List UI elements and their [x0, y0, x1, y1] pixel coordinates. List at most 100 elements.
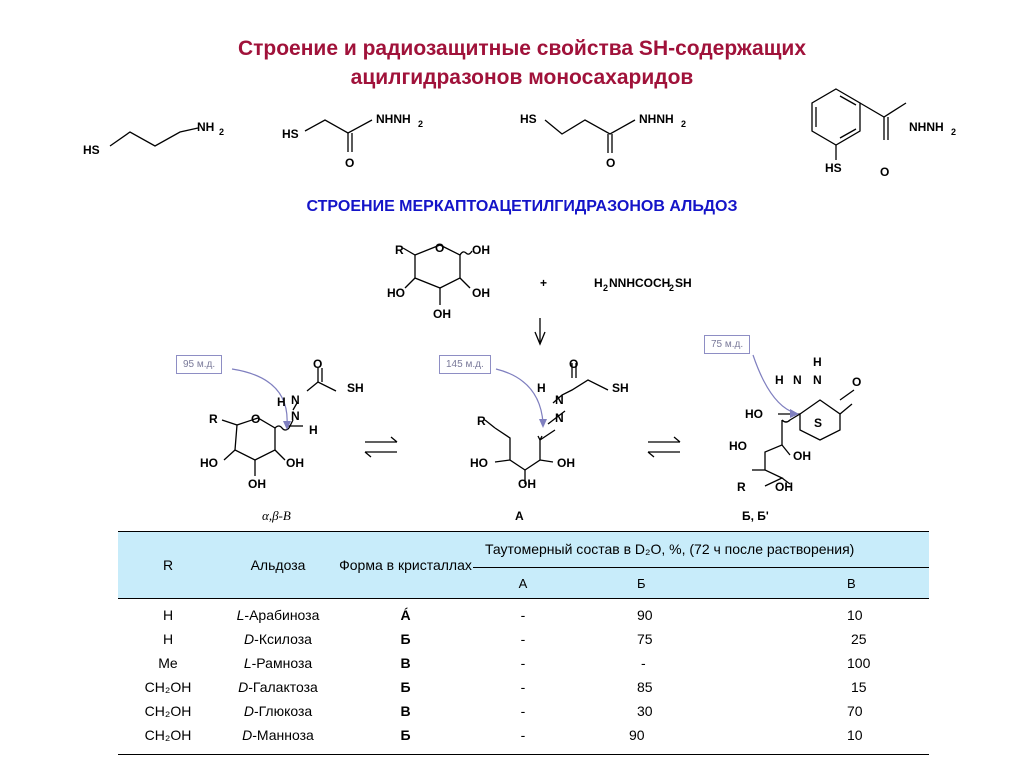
header-a: А: [518, 575, 528, 591]
s2-nhnh-label: NHNH: [376, 112, 411, 126]
table-body: H L-Арабиноза Á - 90 10 H D-Ксилоза Б - …: [118, 599, 929, 747]
reagent-nnhcoch: NNHCOCH: [609, 276, 670, 290]
formA-oh-1: OH: [557, 456, 575, 470]
reagent-sub2-b: 2: [669, 283, 674, 293]
formA-oh-2: OH: [518, 477, 536, 491]
formA-r: R: [477, 414, 486, 428]
s3-hs-label: HS: [520, 112, 537, 126]
s3-nhnh-label: NHNH: [639, 112, 674, 126]
cell-aldose: L-Арабиноза: [218, 599, 338, 627]
s2-o-label: O: [345, 156, 354, 170]
form-A-label: А: [515, 509, 524, 523]
s1-nh-label: NH: [197, 120, 214, 134]
formBb-ho-1: HO: [745, 407, 763, 421]
cell-v: 10: [847, 727, 863, 743]
s2-hs-label: HS: [282, 127, 299, 141]
formBb-s: S: [814, 416, 822, 430]
formBb-n-2: N: [813, 373, 822, 387]
formA-n-2: N: [555, 411, 564, 425]
header-b: Б: [637, 575, 646, 591]
reaction-plus: +: [540, 276, 547, 290]
s4-hs-label: HS: [825, 161, 842, 175]
formB-r: R: [209, 412, 218, 426]
sugar-o-label: O: [435, 241, 444, 255]
sugar-oh-2: OH: [472, 286, 490, 300]
cell-v: 10: [847, 607, 863, 623]
header-r: R: [162, 557, 174, 573]
cell-b: 90: [637, 607, 653, 623]
cell-form: В: [400, 655, 411, 671]
sugar-oh-3: OH: [433, 307, 451, 321]
table-row: CH₂OH D-Галактоза Б - 85 15: [118, 675, 929, 699]
cell-r: CH₂OH: [144, 679, 192, 695]
formB-oh-1: OH: [286, 456, 304, 470]
formB-sh: SH: [347, 381, 364, 395]
cell-b: 75: [637, 631, 653, 647]
s3-sub2: 2: [681, 119, 686, 129]
cell-aldose: D-Галактоза: [218, 675, 338, 699]
formB-o-carbonyl: O: [313, 357, 322, 371]
cell-form: Б: [400, 631, 411, 647]
cell-a: -: [520, 631, 526, 647]
formA-h: H: [537, 381, 546, 395]
cell-r: Me: [158, 655, 178, 671]
formB-o: O: [251, 412, 260, 426]
formBb-o: O: [852, 375, 861, 389]
cell-b: -: [641, 655, 646, 671]
formB-n-2: N: [291, 409, 300, 423]
s1-hs-label: HS: [83, 143, 100, 157]
cell-a: -: [520, 727, 526, 743]
formB-n-1: N: [291, 393, 300, 407]
reagent-sh: SH: [675, 276, 692, 290]
cell-aldose: D-Ксилоза: [218, 627, 338, 651]
tautomer-table: R Альдоза Форма в кристаллах Таутомерный…: [118, 531, 929, 747]
aldose-name: -Рамноза: [251, 655, 313, 671]
formBb-h-top: H: [813, 355, 822, 369]
aldose-prefix: L: [236, 607, 245, 623]
header-aldose: Альдоза: [250, 557, 306, 573]
reagent-sub2-a: 2: [603, 283, 608, 293]
s4-o-label: O: [880, 165, 889, 179]
cell-aldose: L-Рамноза: [218, 651, 338, 675]
cell-v: 15: [851, 679, 867, 695]
aldose-prefix: D: [244, 631, 255, 647]
formB-oh-2: OH: [248, 477, 266, 491]
aldose-prefix: D: [238, 679, 249, 695]
formA-o: O: [569, 357, 578, 371]
formB-ho: HO: [200, 456, 218, 470]
table-header-rule: [118, 598, 929, 599]
cell-r: H: [162, 631, 174, 647]
form-Bb-label: Б, Б': [742, 509, 769, 523]
table-top-rule: [118, 531, 929, 532]
s4-sub2: 2: [951, 127, 956, 137]
cell-v: 25: [851, 631, 867, 647]
formBb-h-left: H: [775, 373, 784, 387]
s4-nhnh-label: NHNH: [909, 120, 944, 134]
table-row: H L-Арабиноза Á - 90 10: [118, 599, 929, 627]
aldose-name: -Глюкоза: [253, 703, 313, 719]
sugar-ho-label: HO: [387, 286, 405, 300]
header-composition: Таутомерный состав в D₂O, %, (72 ч после…: [473, 531, 929, 568]
formA-ho: HO: [470, 456, 488, 470]
s3-o-label: O: [606, 156, 615, 170]
formBb-oh-1: OH: [793, 449, 811, 463]
aldose-name: -Галактоза: [248, 679, 318, 695]
s1-sub2: 2: [219, 127, 224, 137]
cell-aldose: D-Глюкоза: [218, 699, 338, 723]
slide-title: Строение и радиозащитные свойства SH-сод…: [0, 34, 1024, 92]
cell-a: -: [520, 703, 526, 719]
cell-form: Б: [400, 727, 411, 743]
header-v: В: [847, 575, 856, 591]
header-form: Форма в кристаллах: [339, 557, 472, 573]
nmr-callout-75: 75 м.д.: [704, 335, 751, 354]
aldose-name: -Арабиноза: [244, 607, 320, 623]
nmr-callout-145: 145 м.д.: [439, 355, 491, 374]
cell-form: В: [400, 703, 411, 719]
s2-sub2: 2: [418, 119, 423, 129]
cell-form: Á: [400, 607, 411, 623]
aldose-prefix: D: [243, 703, 254, 719]
section-subtitle: СТРОЕНИЕ МЕРКАПТОАЦЕТИЛГИДРАЗОНОВ АЛЬДОЗ: [306, 198, 738, 215]
title-line-2: ацилгидразонов моносахаридов: [350, 66, 694, 89]
formBb-oh-2: OH: [775, 480, 793, 494]
cell-b: 90: [629, 727, 645, 743]
